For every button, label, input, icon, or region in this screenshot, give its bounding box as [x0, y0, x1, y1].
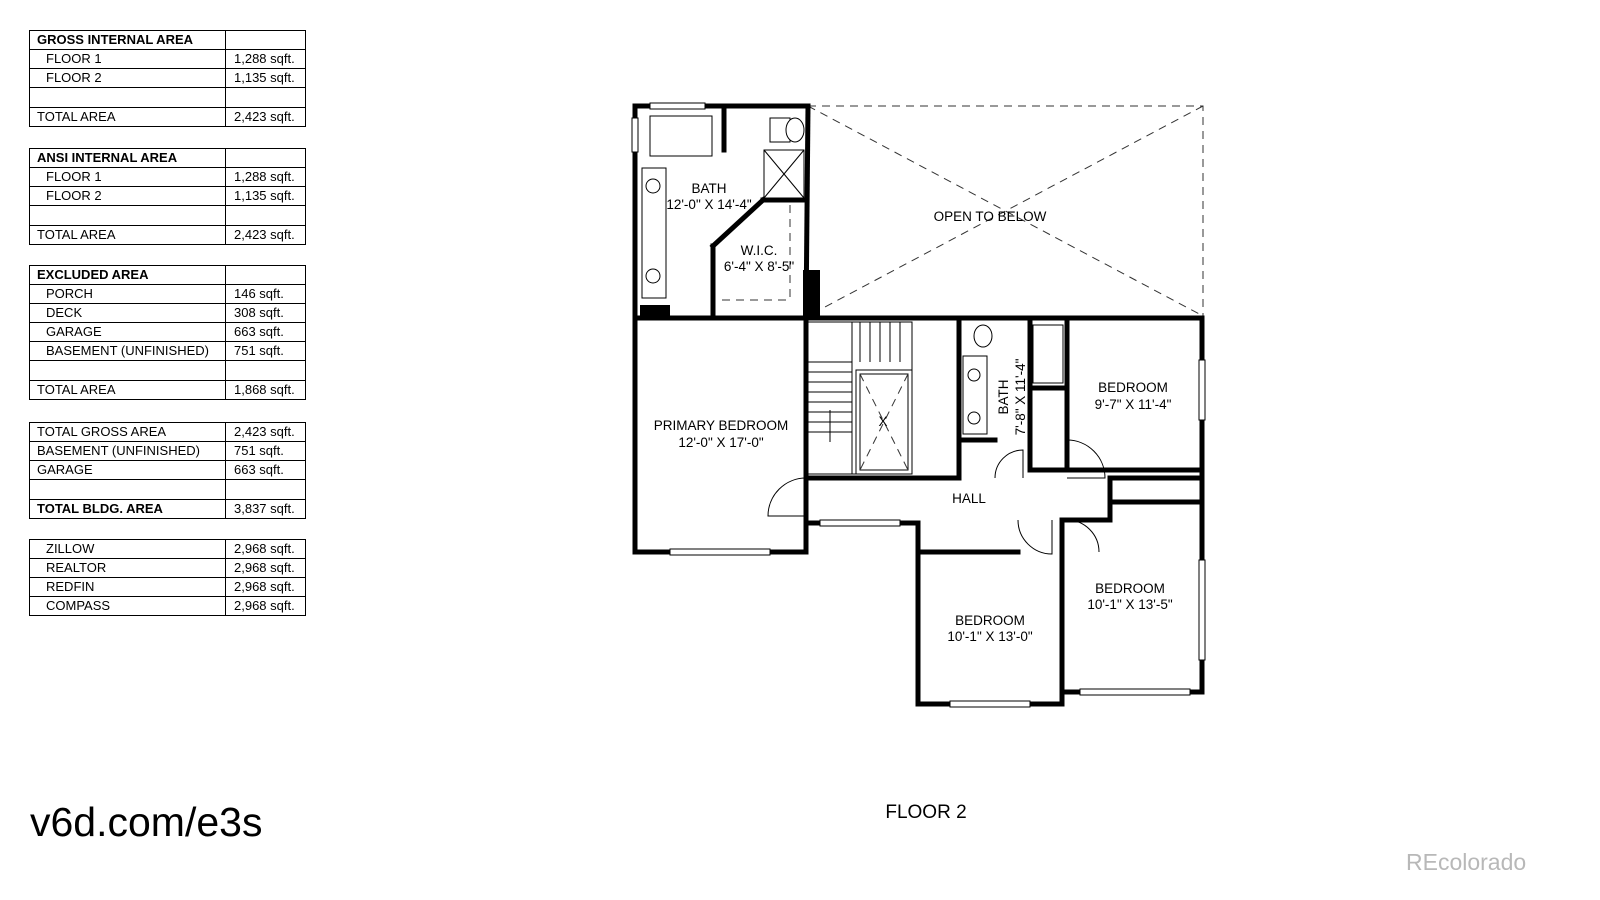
short-link[interactable]: v6d.com/e3s	[30, 799, 263, 845]
table-row-value: 146 sqft.	[225, 284, 306, 304]
room-dims-bedroom-east: 9'-7" X 11'-4"	[1095, 397, 1172, 412]
door-swings	[767, 439, 1106, 555]
room-dims-bath-primary: 12'-0" X 14'-4"	[666, 197, 751, 212]
room-label-primary-bedroom: PRIMARY BEDROOM	[654, 418, 789, 433]
room-label-bedroom-south: BEDROOM	[955, 613, 1025, 628]
floor-plan: BATH 12'-0" X 14'-4" W.I.C. 6'-4" X 8'-5…	[631, 102, 1206, 708]
table-row-label: GARAGE	[29, 460, 226, 480]
room-dims-bedroom-south: 10'-1" X 13'-0"	[947, 629, 1032, 644]
floor-title: FLOOR 2	[885, 802, 967, 823]
table-row-value: 2,968 sqft.	[225, 558, 306, 578]
table-row-label: COMPASS	[29, 596, 226, 616]
table-total-label: TOTAL AREA	[29, 106, 226, 127]
table-row-value: 751 sqft.	[225, 341, 306, 361]
windows	[631, 102, 1206, 708]
table-total-value: 2,423 sqft.	[225, 106, 306, 127]
table-row-value: 1,135 sqft.	[225, 68, 306, 88]
table-total-value: 2,423 sqft.	[225, 224, 306, 245]
table-row-label: FLOOR 2	[29, 186, 226, 206]
table-row-value: 1,288 sqft.	[225, 167, 306, 187]
table-total-label: TOTAL BLDG. AREA	[29, 498, 226, 519]
table-row-value: 663 sqft.	[225, 460, 306, 480]
table-title: ANSI INTERNAL AREA	[29, 148, 226, 168]
table-total-value: 1,868 sqft.	[225, 379, 306, 400]
room-dims-wic: 6'-4" X 8'-5"	[724, 259, 794, 274]
closet-dashes	[722, 205, 791, 301]
room-label-bedroom-southeast: BEDROOM	[1095, 581, 1165, 596]
table-total-label: TOTAL AREA	[29, 379, 226, 400]
stair-mark: X	[878, 414, 887, 429]
stairs	[807, 321, 913, 475]
room-dims-bedroom-southeast: 10'-1" X 13'-5"	[1087, 597, 1172, 612]
room-label-bedroom-east: BEDROOM	[1098, 380, 1168, 395]
room-labels: BATH 12'-0" X 14'-4" W.I.C. 6'-4" X 8'-5…	[654, 181, 1173, 644]
bath-fixtures	[641, 115, 1064, 435]
room-label-bath-primary: BATH	[691, 181, 726, 196]
table-row-label: TOTAL GROSS AREA	[29, 422, 226, 442]
table-total-value: 3,837 sqft.	[225, 498, 306, 519]
room-dims-bath-hall: 7'-8" X 11'-4"	[1013, 358, 1028, 435]
table-row-value: 2,968 sqft.	[225, 596, 306, 616]
room-label-bath-hall: BATH	[996, 379, 1011, 414]
table-row-label: FLOOR 1	[29, 167, 226, 187]
room-dims-primary-bedroom: 12'-0" X 17'-0"	[678, 435, 763, 450]
table-row-value: 308 sqft.	[225, 303, 306, 323]
room-label-wic: W.I.C.	[741, 243, 778, 258]
room-label-open-to-below: OPEN TO BELOW	[934, 209, 1047, 224]
table-row-value: 1,135 sqft.	[225, 186, 306, 206]
room-label-hall: HALL	[952, 491, 986, 506]
table-row-label: GARAGE	[29, 322, 226, 342]
table-row-value: 2,423 sqft.	[225, 422, 306, 442]
watermark: REcolorado	[1406, 849, 1527, 875]
